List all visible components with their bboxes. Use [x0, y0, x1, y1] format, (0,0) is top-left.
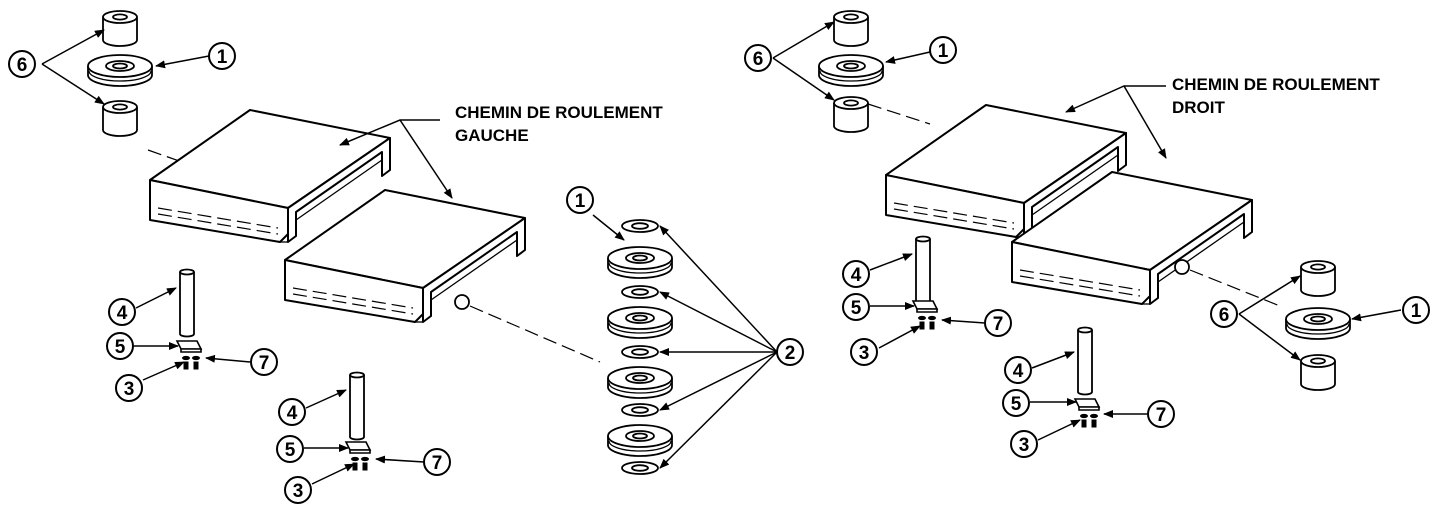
svg-text:1: 1: [938, 41, 949, 62]
svg-text:4: 4: [1013, 361, 1024, 382]
wheel-part: [87, 54, 153, 87]
callout-4: 4: [842, 260, 870, 288]
svg-text:4: 4: [287, 403, 298, 424]
callout-7: 7: [423, 448, 451, 476]
svg-text:3: 3: [859, 343, 870, 364]
pin-part: [1077, 326, 1093, 396]
svg-text:3: 3: [293, 481, 304, 502]
callout-5: 5: [276, 435, 304, 463]
right-track-label-line2: DROIT: [1172, 98, 1226, 117]
left-track-upper: [147, 109, 391, 243]
callout-5: 5: [1002, 389, 1030, 417]
svg-text:6: 6: [17, 55, 28, 76]
callout-1: 1: [1402, 296, 1430, 324]
callout-6: 6: [1210, 300, 1238, 328]
callout-1: 1: [929, 36, 957, 64]
svg-text:4: 4: [851, 265, 862, 286]
spacer-part: [102, 10, 138, 47]
svg-text:1: 1: [217, 47, 228, 68]
pin-part: [349, 371, 365, 441]
spacer-part: [833, 10, 869, 47]
left-track-lower: [284, 189, 601, 363]
spacer-part: [1300, 260, 1336, 297]
right-assembly: 6 1 6 1 4 5 3 7: [744, 10, 1430, 458]
left-assembly: 6 1 1 2 4 5 3 7: [8, 10, 804, 504]
spacer-part: [102, 100, 138, 137]
svg-text:5: 5: [851, 298, 862, 319]
wheel-part: [818, 54, 884, 87]
callout-3: 3: [284, 476, 312, 504]
plate-screws-part: [912, 300, 938, 330]
svg-text:4: 4: [117, 303, 128, 324]
svg-text:5: 5: [285, 440, 296, 461]
callout-4: 4: [1004, 356, 1032, 384]
svg-text:6: 6: [1219, 305, 1230, 326]
svg-text:1: 1: [1411, 301, 1422, 322]
callout-4: 4: [108, 298, 136, 326]
svg-text:3: 3: [1019, 435, 1030, 456]
svg-text:7: 7: [1156, 405, 1167, 426]
callout-1: 1: [566, 186, 594, 214]
left-track-label: CHEMIN DE ROULEMENT: [455, 103, 663, 122]
right-track-lower: [1011, 171, 1281, 307]
callout-3: 3: [1010, 430, 1038, 458]
callout-2: 2: [776, 338, 804, 366]
right-track-label: CHEMIN DE ROULEMENT: [1172, 75, 1380, 94]
svg-text:7: 7: [259, 353, 270, 374]
svg-text:7: 7: [993, 314, 1004, 335]
callout-3: 3: [115, 374, 143, 402]
svg-text:5: 5: [1011, 394, 1022, 415]
wheel-part: [1285, 307, 1351, 340]
svg-text:6: 6: [753, 49, 764, 70]
callout-3: 3: [850, 338, 878, 366]
svg-text:3: 3: [124, 379, 135, 400]
callout-7: 7: [984, 309, 1012, 337]
svg-text:2: 2: [785, 343, 796, 364]
right-track-upper: [867, 103, 1127, 238]
left-track-label-line2: GAUCHE: [455, 126, 529, 145]
svg-text:7: 7: [432, 453, 443, 474]
svg-text:1: 1: [575, 191, 586, 212]
callout-5: 5: [106, 332, 134, 360]
callout-5: 5: [842, 293, 870, 321]
spacer-part: [833, 96, 869, 133]
spacer-part: [1300, 354, 1336, 391]
callout-7: 7: [1147, 400, 1175, 428]
callout-7: 7: [250, 348, 278, 376]
plate-screws-part: [176, 340, 202, 370]
callout-6: 6: [744, 44, 772, 72]
callout-6: 6: [8, 50, 36, 78]
callout-1: 1: [208, 42, 236, 70]
callout-4: 4: [278, 398, 306, 426]
wheel-stack: [607, 219, 673, 475]
svg-text:5: 5: [115, 337, 126, 358]
pin-part: [915, 235, 931, 305]
plate-screws-part: [1074, 398, 1100, 428]
pin-part: [179, 268, 195, 338]
